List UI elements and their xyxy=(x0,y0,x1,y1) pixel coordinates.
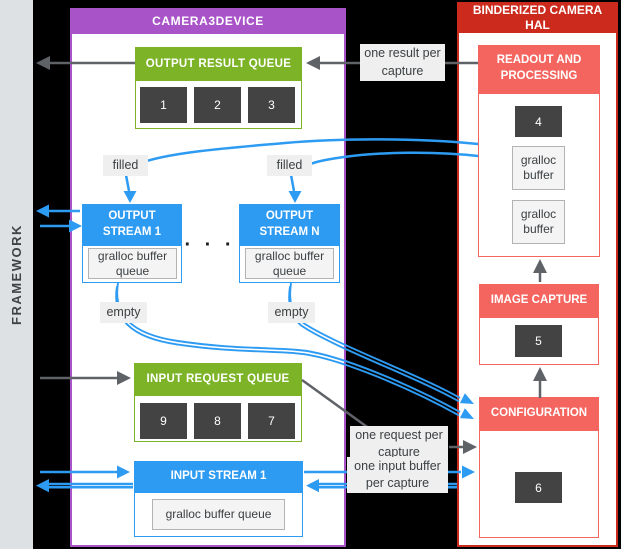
configuration-header: CONFIGURATION xyxy=(479,397,599,430)
empty-label-streamn: empty xyxy=(268,302,315,323)
request-buffer-8: 8 xyxy=(194,403,241,439)
readout-and-processing-header: READOUT AND PROCESSING xyxy=(478,45,600,93)
one-input-buffer-per-capture-label: one input buffer per capture xyxy=(347,457,448,493)
one-result-per-capture-label: one result per capture xyxy=(360,44,445,81)
result-buffer-2: 2 xyxy=(194,87,241,123)
result-buffer-1: 1 xyxy=(140,87,187,123)
request-buffer-7: 7 xyxy=(248,403,295,439)
output-stream-1-gralloc-queue: gralloc buffer queue xyxy=(88,248,177,279)
request-buffer-9: 9 xyxy=(140,403,187,439)
output-result-queue-header: OUTPUT RESULT QUEUE xyxy=(135,47,302,80)
camera3device-title: CAMERA3DEVICE xyxy=(70,8,346,34)
configuration-buffer-6: 6 xyxy=(515,472,562,503)
input-request-queue-header: INPUT REQUEST QUEUE xyxy=(134,363,302,395)
filled-label-stream1: filled xyxy=(103,155,148,176)
readout-gralloc-buffer-1: gralloc buffer xyxy=(512,146,565,190)
output-stream-n-header: OUTPUT STREAM N xyxy=(239,204,340,245)
output-stream-1-header: OUTPUT STREAM 1 xyxy=(82,204,182,245)
output-stream-n-gralloc-queue: gralloc buffer queue xyxy=(245,248,334,279)
readout-gralloc-buffer-2: gralloc buffer xyxy=(512,200,565,244)
input-stream-1-gralloc-queue: gralloc buffer queue xyxy=(152,499,285,530)
framework-label: FRAMEWORK xyxy=(9,224,24,325)
binderized-camera-hal-title: BINDERIZED CAMERA HAL xyxy=(457,2,618,33)
result-buffer-3: 3 xyxy=(248,87,295,123)
filled-label-streamn: filled xyxy=(267,155,312,176)
input-stream-1-header: INPUT STREAM 1 xyxy=(134,461,303,492)
image-capture-header: IMAGE CAPTURE xyxy=(479,284,599,317)
readout-buffer-4: 4 xyxy=(515,106,562,137)
image-capture-buffer-5: 5 xyxy=(515,325,562,357)
ellipsis-dots: · · · xyxy=(184,233,236,256)
framework-strip xyxy=(0,0,33,549)
empty-label-stream1: empty xyxy=(100,302,147,323)
